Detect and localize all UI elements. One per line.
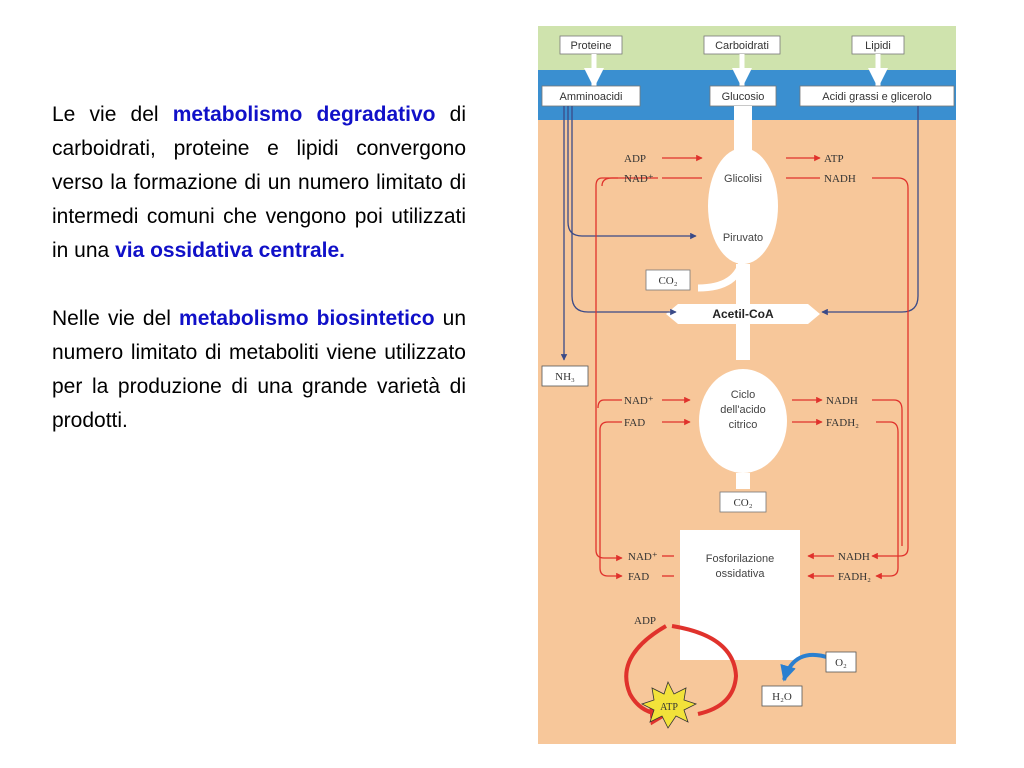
carrier-lines	[595, 154, 909, 580]
svg-text:Amminoacidi: Amminoacidi	[560, 91, 623, 103]
amino-acid-lines	[560, 106, 919, 361]
monomer-glucosio: Glucosio	[709, 85, 777, 107]
label-ciclo-1: Ciclo	[731, 389, 755, 401]
label-atp-star: ATP	[660, 702, 678, 713]
label-glicolisi: Glicolisi	[724, 173, 762, 185]
label-ciclo-3: citrico	[729, 419, 758, 431]
svg-text:FAD: FAD	[628, 571, 649, 583]
svg-text:FADH₂: FADH₂	[838, 571, 871, 583]
svg-text:NADH: NADH	[838, 551, 870, 563]
svg-text:Proteine: Proteine	[571, 40, 612, 52]
h2o-box	[761, 685, 803, 707]
monomer-amminoacidi: Amminoacidi	[541, 85, 641, 107]
svg-text:NADH: NADH	[824, 173, 856, 185]
highlight-metabolismo-degradativo: metabolismo degradativo	[172, 103, 436, 126]
svg-text:NADH: NADH	[826, 395, 858, 407]
oxygen-water: O₂ H₂O	[761, 651, 857, 707]
svg-text:FADH₂: FADH₂	[826, 417, 859, 429]
label-h2o: H₂O	[772, 691, 792, 703]
source-carboidrati: Carboidrati	[703, 35, 781, 55]
svg-text:NAD⁺: NAD⁺	[624, 173, 654, 185]
co2-box-1: CO₂	[645, 269, 691, 291]
svg-text:Acidi grassi e glicerolo: Acidi grassi e glicerolo	[822, 91, 931, 103]
co2-box-2: CO₂	[719, 491, 767, 513]
svg-text:Glucosio: Glucosio	[722, 91, 765, 103]
svg-text:Lipidi: Lipidi	[865, 40, 891, 52]
paragraph-anabolism: Nelle vie del metabolismo biosintetico u…	[52, 307, 466, 432]
svg-text:CO₂: CO₂	[733, 497, 752, 509]
atp-star	[640, 680, 698, 729]
nh3-box: NH₃	[541, 365, 589, 387]
svg-text:ADP: ADP	[624, 153, 646, 165]
source-lipidi: Lipidi	[851, 35, 905, 55]
label-o2: O₂	[835, 657, 847, 669]
svg-text:NAD⁺: NAD⁺	[628, 551, 658, 563]
svg-text:NH₃: NH₃	[555, 371, 575, 383]
label-fosforilazione-1: Fosforilazione	[706, 553, 774, 565]
source-arrows	[584, 54, 888, 88]
atp-cycle: ADP ATP	[624, 615, 739, 729]
label-adp-cycle: ADP	[634, 615, 656, 627]
metabolism-diagram: Proteine Carboidrati Lipidi Amminoacidi …	[538, 26, 956, 744]
label-ciclo-2: dell'acido	[720, 404, 766, 416]
label-fosforilazione-2: ossidativa	[716, 568, 766, 580]
central-pathway	[666, 106, 820, 660]
arrow-to-acetil	[737, 290, 749, 302]
svg-text:NAD⁺: NAD⁺	[624, 395, 654, 407]
monomer-acidi-grassi: Acidi grassi e glicerolo	[799, 85, 955, 107]
label-acetil-coa: Acetil-CoA	[712, 307, 774, 321]
carrier-labels: ADP NAD⁺ ATP NADH NAD⁺ FAD NADH FADH₂ NA…	[624, 153, 871, 583]
o2-box	[825, 651, 857, 673]
label-piruvato: Piruvato	[723, 232, 763, 244]
svg-text:ATP: ATP	[824, 153, 844, 165]
svg-text:CO₂: CO₂	[658, 275, 677, 287]
svg-text:FAD: FAD	[624, 417, 645, 429]
description-text: Le vie del metabolismo degradativo di ca…	[52, 98, 466, 472]
highlight-metabolismo-biosintetico: metabolismo biosintetico	[179, 307, 435, 330]
source-proteine: Proteine	[559, 35, 623, 55]
highlight-via-ossidativa: via ossidativa centrale.	[115, 239, 346, 262]
paragraph-catabolism: Le vie del metabolismo degradativo di ca…	[52, 103, 467, 262]
svg-text:Carboidrati: Carboidrati	[715, 40, 769, 52]
